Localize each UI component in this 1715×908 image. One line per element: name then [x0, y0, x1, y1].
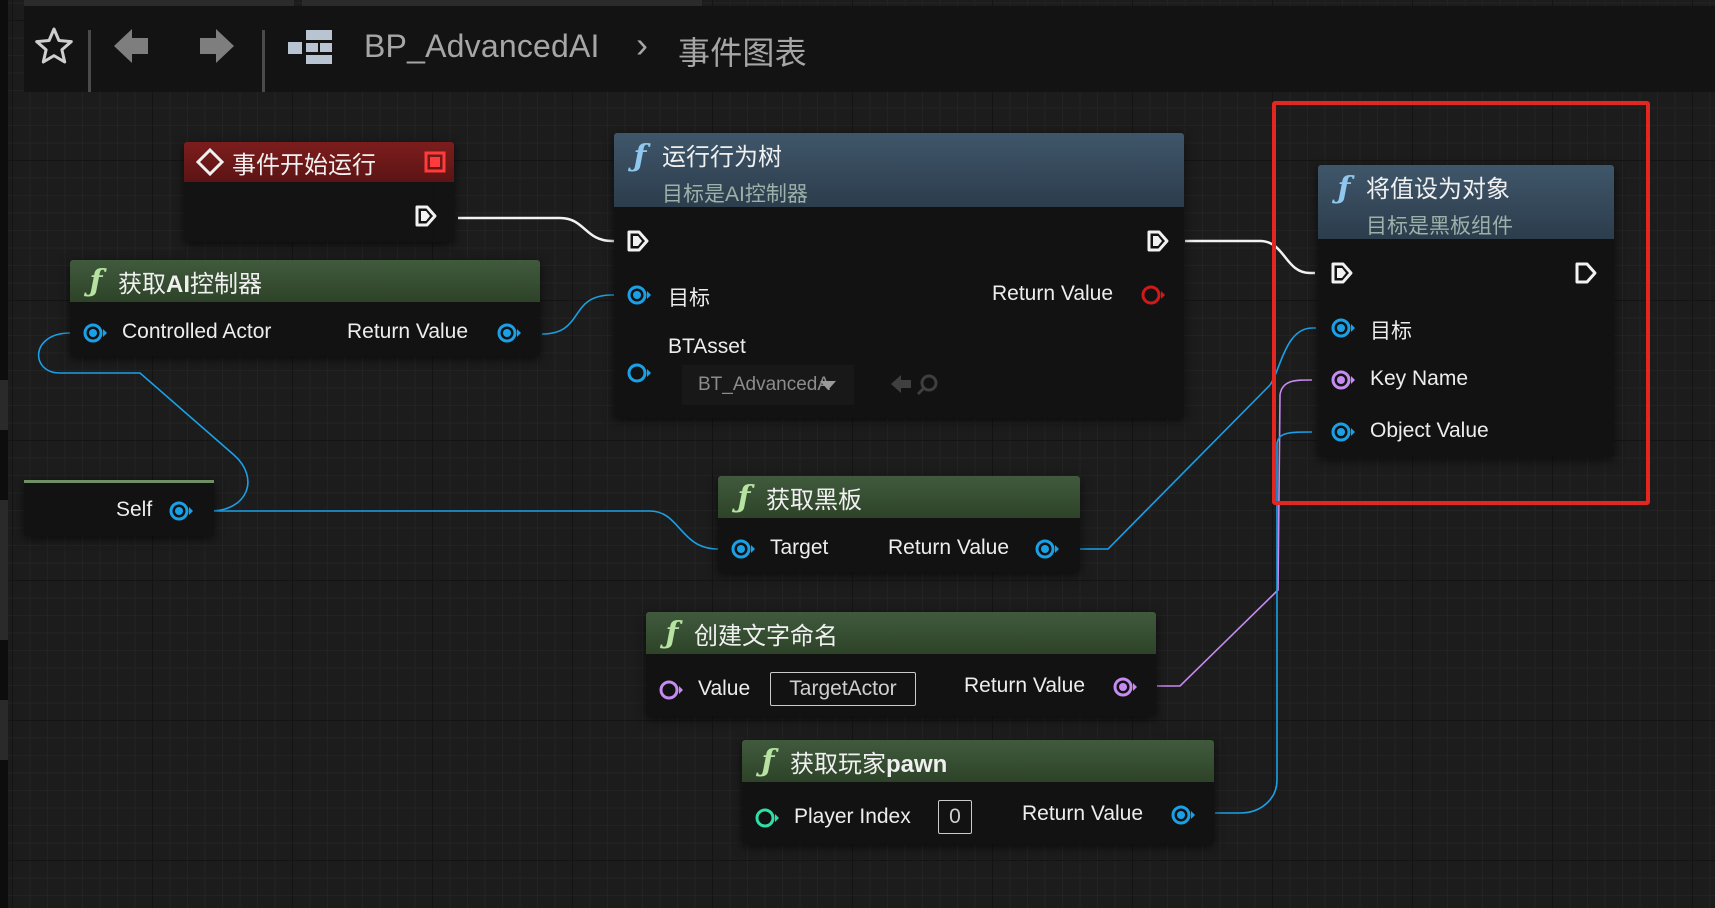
browse-asset-search-icon[interactable] — [916, 373, 940, 397]
exec-in-pin[interactable] — [1330, 261, 1354, 285]
get-blackboard-node[interactable]: ƒ 获取黑板 Target Return Value — [718, 476, 1080, 572]
bool-out-pin[interactable] — [1140, 284, 1166, 306]
make-literal-name-node[interactable]: ƒ 创建文字命名 Value TargetActor Return Value — [646, 612, 1156, 716]
function-icon: ƒ — [1337, 171, 1351, 206]
chevron-down-icon — [820, 381, 836, 390]
editor-tab-strip — [24, 0, 294, 6]
star-icon[interactable] — [34, 26, 74, 66]
value-text-field[interactable]: TargetActor — [770, 672, 916, 706]
node-title: 获取玩家pawn — [790, 750, 948, 778]
pin-label-return-value: Return Value — [992, 282, 1114, 305]
node-title: 事件开始运行 — [232, 151, 376, 179]
object-in-pin[interactable] — [1330, 317, 1356, 339]
exec-in-pin[interactable] — [626, 229, 650, 253]
event-begin-play-node[interactable]: 事件开始运行 — [184, 142, 454, 242]
node-title: 运行行为树 — [662, 144, 782, 171]
pin-label-return-value: Return Value — [1022, 802, 1144, 825]
function-icon: ƒ — [665, 615, 679, 651]
breadcrumb-separator: › — [636, 24, 649, 65]
exec-wire — [1185, 239, 1315, 275]
self-node[interactable]: Self — [24, 480, 214, 536]
object-out-pin[interactable] — [1034, 538, 1060, 560]
object-in-pin[interactable] — [82, 322, 108, 344]
set-value-as-object-node[interactable]: ƒ 将值设为对象 目标是黑板组件 目标 Key Name Object Valu… — [1318, 165, 1614, 457]
breadcrumb-graph[interactable]: 事件图表 — [678, 35, 807, 71]
name-wire — [1157, 379, 1313, 687]
object-wire — [210, 510, 719, 550]
get-player-pawn-node[interactable]: ƒ 获取玩家pawn Player Index 0 Return Value — [742, 740, 1214, 844]
object-wire — [1078, 327, 1316, 550]
pin-label-player-index: Player Index — [794, 805, 911, 828]
name-in-pin[interactable] — [1330, 369, 1356, 391]
pin-label-value: Value — [698, 677, 751, 700]
name-in-pin[interactable] — [658, 679, 684, 701]
name-out-pin[interactable] — [1112, 676, 1138, 698]
function-icon: ƒ — [89, 263, 103, 299]
pin-label-controlled-actor: Controlled Actor — [122, 320, 272, 343]
btasset-combo[interactable]: BT_AdvancedA — [682, 365, 854, 405]
node-title: 创建文字命名 — [694, 622, 838, 650]
graph-hierarchy-icon[interactable] — [286, 28, 334, 66]
object-in-pin[interactable] — [730, 538, 756, 560]
back-arrow-icon[interactable] — [112, 26, 152, 66]
pin-label-target: Target — [770, 536, 829, 559]
player-index-field[interactable]: 0 — [938, 800, 972, 834]
left-edge-panel — [0, 0, 8, 908]
object-out-pin[interactable] — [168, 500, 194, 522]
function-icon: ƒ — [761, 743, 775, 779]
node-title: 获取黑板 — [766, 486, 862, 514]
pin-label-self: Self — [116, 498, 153, 521]
value-text: TargetActor — [789, 677, 897, 700]
get-ai-controller-node[interactable]: ƒ 获取AI控制器 Controlled Actor Return Value — [70, 260, 540, 356]
exec-out-pin[interactable] — [1574, 261, 1598, 285]
node-title: 将值设为对象 — [1366, 176, 1510, 203]
object-wire — [37, 332, 249, 512]
node-subtitle: 目标是AI控制器 — [662, 183, 808, 206]
forward-arrow-icon[interactable] — [196, 26, 236, 66]
object-in-pin[interactable] — [626, 362, 652, 384]
player-index-value: 0 — [949, 805, 961, 828]
exec-wire — [458, 216, 633, 243]
object-in-pin[interactable] — [626, 284, 652, 306]
object-wire — [541, 294, 622, 335]
function-icon: ƒ — [633, 139, 647, 174]
node-subtitle: 目标是黑板组件 — [1366, 215, 1513, 238]
pin-label-return-value: Return Value — [888, 536, 1010, 559]
exec-out-pin[interactable] — [1146, 229, 1170, 253]
pin-label-object-value: Object Value — [1370, 419, 1489, 442]
node-title: 获取AI控制器 — [118, 270, 262, 298]
pin-label-return-value: Return Value — [347, 320, 469, 343]
use-selected-asset-icon[interactable] — [890, 373, 912, 395]
object-wire — [1215, 431, 1313, 814]
int-in-pin[interactable] — [754, 807, 780, 829]
function-icon: ƒ — [737, 479, 751, 515]
pin-label-return-value: Return Value — [964, 674, 1086, 697]
toolbar-separator — [88, 30, 91, 92]
object-out-pin[interactable] — [1170, 804, 1196, 826]
btasset-value: BT_AdvancedA — [698, 374, 831, 395]
pin-label-btasset: BTAsset — [668, 335, 746, 358]
editor-tab-strip — [302, 0, 702, 6]
pin-label-target: 目标 — [1370, 320, 1412, 343]
breadcrumb-blueprint[interactable]: BP_AdvancedAI — [364, 28, 600, 64]
exec-out-pin[interactable] — [414, 204, 438, 228]
pin-label-key-name: Key Name — [1370, 367, 1469, 390]
object-out-pin[interactable] — [496, 322, 522, 344]
delegate-pin-icon[interactable] — [424, 151, 446, 173]
event-diamond-icon — [196, 148, 224, 176]
run-behavior-tree-node[interactable]: ƒ 运行行为树 目标是AI控制器 目标 Return Value BTAsset… — [614, 133, 1184, 418]
graph-toolbar: BP_AdvancedAI › 事件图表 — [24, 6, 1715, 92]
toolbar-separator — [262, 30, 265, 92]
pin-label-target: 目标 — [668, 287, 710, 310]
object-in-pin[interactable] — [1330, 421, 1356, 443]
